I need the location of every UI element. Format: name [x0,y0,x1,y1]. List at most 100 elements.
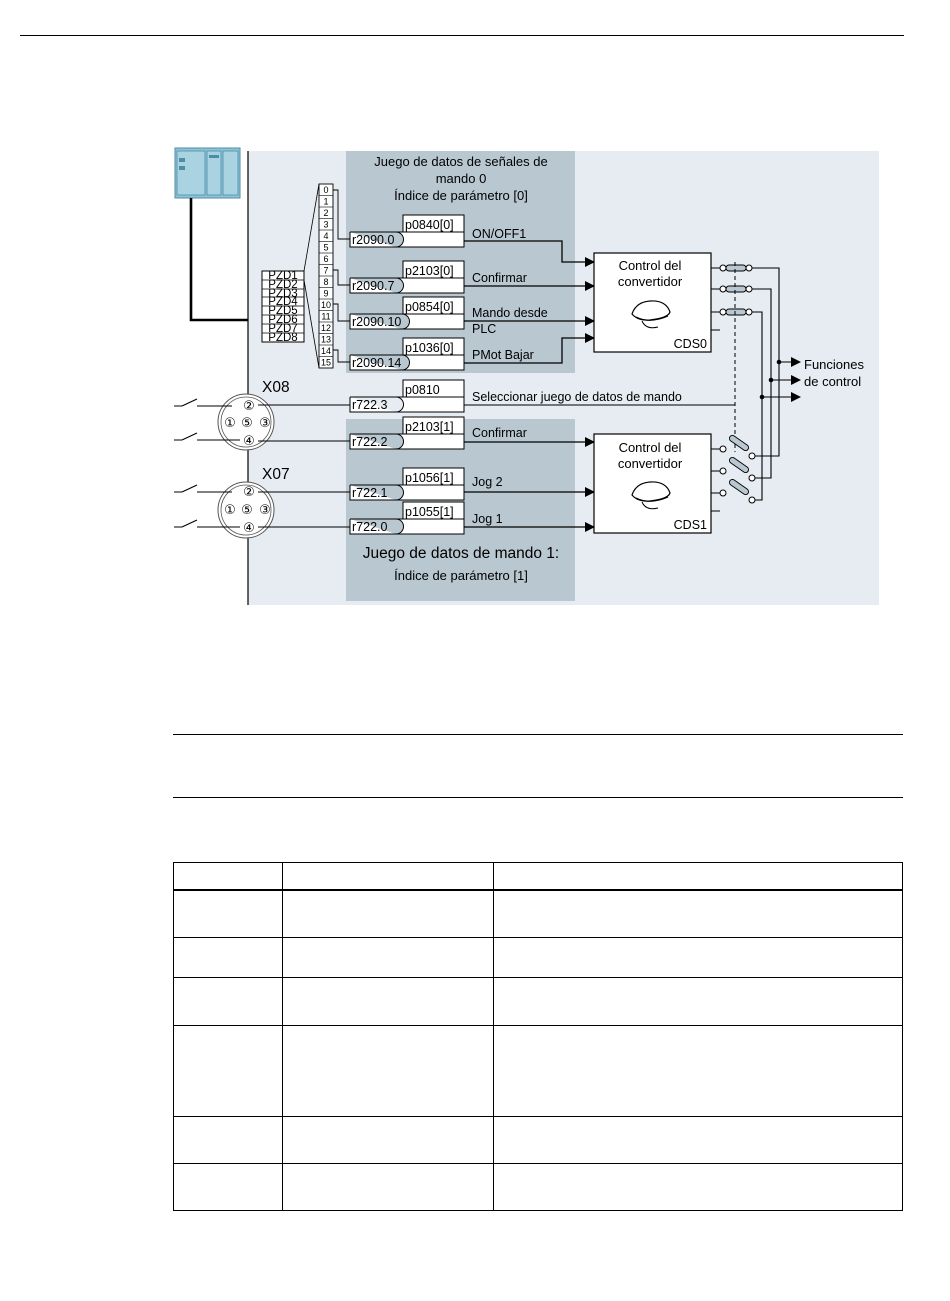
bit-label: 10 [321,300,331,310]
signal-label: PMot Bajar [472,348,534,362]
profibus-cable [189,198,248,322]
connector-x08-label: X08 [262,379,290,396]
source-label: r722.2 [352,435,387,449]
connector-x07: ② ① ⑤ ③ ④ [217,481,275,539]
source-label: r2090.10 [352,315,401,329]
param-block-p2103-1: p2103[1] r722.2 Confirmar [349,416,527,450]
param-block-p1036: p1036[0] r2090.14 PMot Bajar [349,337,534,371]
signal-label: Mando desde [472,306,548,320]
table-bottom-rule [173,1210,903,1211]
bit-label: 3 [323,220,328,230]
param-label: p0810 [405,383,440,397]
source-label: r2090.14 [352,356,401,370]
bit-label: 14 [321,346,331,356]
bit-label: 6 [323,254,328,264]
bit-label: 1 [323,197,328,207]
signal-label: Jog 1 [472,512,503,526]
output-bus-lines [752,267,780,501]
source-label: r2090.7 [352,279,394,293]
param-block-p0840: p0840[0] r2090.0 ON/OFF1 [349,214,526,248]
note-rule-bottom [173,797,903,798]
table-col-rule [902,862,903,1210]
pzd-label: PZD4 [268,296,298,308]
pin-4: ④ [243,433,255,448]
cds0-title-line1: Juego de datos de señales de [374,154,547,169]
param-block-p2103-0: p2103[0] r2090.7 Confirmar [349,260,527,294]
pzd-label: PZD7 [268,323,297,335]
cds-tag: CDS1 [674,518,707,532]
bit-label: 9 [323,289,328,299]
param-label: p2103[0] [405,264,454,278]
cds0-output-contacts [711,264,753,331]
output-label-line2: de control [804,374,861,389]
cds1-output-switches [711,434,756,512]
pzd-label: PZD3 [268,288,297,300]
wire-pmot-bajar [464,333,595,364]
cds-tag: CDS0 [674,337,707,351]
pzd-label: PZD6 [268,314,297,326]
pzd-label: PZD8 [268,332,297,344]
source-label: r722.3 [352,398,387,412]
param-label: p0840[0] [405,218,454,232]
bit-label: 5 [323,243,328,253]
table-top-rule [173,862,903,863]
table-row-rule [173,1025,903,1026]
signal-label: Confirmar [472,271,527,285]
source-label: r722.0 [352,520,387,534]
converter-title-line1: Control del [619,440,682,455]
header-rule [20,35,904,36]
converter-cds1-box: Control del convertidor CDS1 [593,433,712,534]
pzd-label: PZD5 [268,305,297,317]
note-rule-top [173,734,903,735]
pzd-label: PZD2 [268,279,297,291]
table-row-rule [173,977,903,978]
wire-on-off1 [464,240,595,267]
command-data-set-diagram: Juego de datos de señales de mando 0 Índ… [174,147,879,605]
param-label: p1056[1] [405,471,454,485]
pzd-label: PZD1 [268,270,297,282]
cds1-title-line2: Índice de parámetro [1] [394,568,528,583]
param-label: p2103[1] [405,420,454,434]
fanout-line [303,279,320,369]
bit-leader-0 [333,189,350,240]
connector-x08: ② ① ⑤ ③ ④ [217,393,275,451]
converter-title-line2: convertidor [618,274,683,289]
bit-label: 13 [321,335,331,345]
bit-label: 15 [321,358,331,368]
bit-label: 11 [321,312,330,322]
driver-cap-icon [631,300,671,329]
pin-3: ③ [259,415,271,430]
plc-device-icon [174,147,241,199]
bit-label: 12 [321,323,331,333]
output-label-line1: Funciones [804,357,864,372]
pin-5: ⑤ [241,502,253,517]
table-row-rule [173,1116,903,1117]
param-block-p0854: p0854[0] r2090.10 Mando desde PLC [349,296,548,336]
pin-1: ① [224,502,236,517]
pin-2: ② [243,398,255,413]
bit-label: 0 [323,185,328,195]
bit-leader-7 [333,269,350,286]
bit-label: 4 [323,231,328,241]
driver-cap-icon [631,481,671,510]
signal-label: Seleccionar juego de datos de mando [472,390,682,404]
signal-label: Jog 2 [472,475,503,489]
param-block-p1055: p1055[1] r722.0 Jog 1 [349,501,503,535]
pin-2: ② [243,484,255,499]
bit-leader-10 [333,303,350,322]
bit-column: 0 1 2 3 4 5 6 7 8 9 10 11 12 13 14 15 [318,183,334,369]
pin-5: ⑤ [241,415,253,430]
param-block-p0810: p0810 r722.3 Seleccionar juego de datos … [349,379,682,413]
table-header-rule [173,889,903,891]
param-label: p1036[0] [405,341,454,355]
param-label: p1055[1] [405,505,454,519]
cds1-title-line1: Juego de datos de mando 1: [363,545,559,562]
pzd-stack: PZD1 PZD2 PZD3 PZD4 PZD5 PZD6 PZD7 PZD8 [261,270,305,344]
signal-label: ON/OFF1 [472,227,526,241]
fanout-line [303,183,320,272]
converter-title-line1: Control del [619,258,682,273]
cds0-title-line3: Índice de parámetro [0] [394,188,528,203]
table-row-rule [173,1163,903,1164]
bit-label: 7 [323,266,328,276]
bit-label: 8 [323,277,328,287]
